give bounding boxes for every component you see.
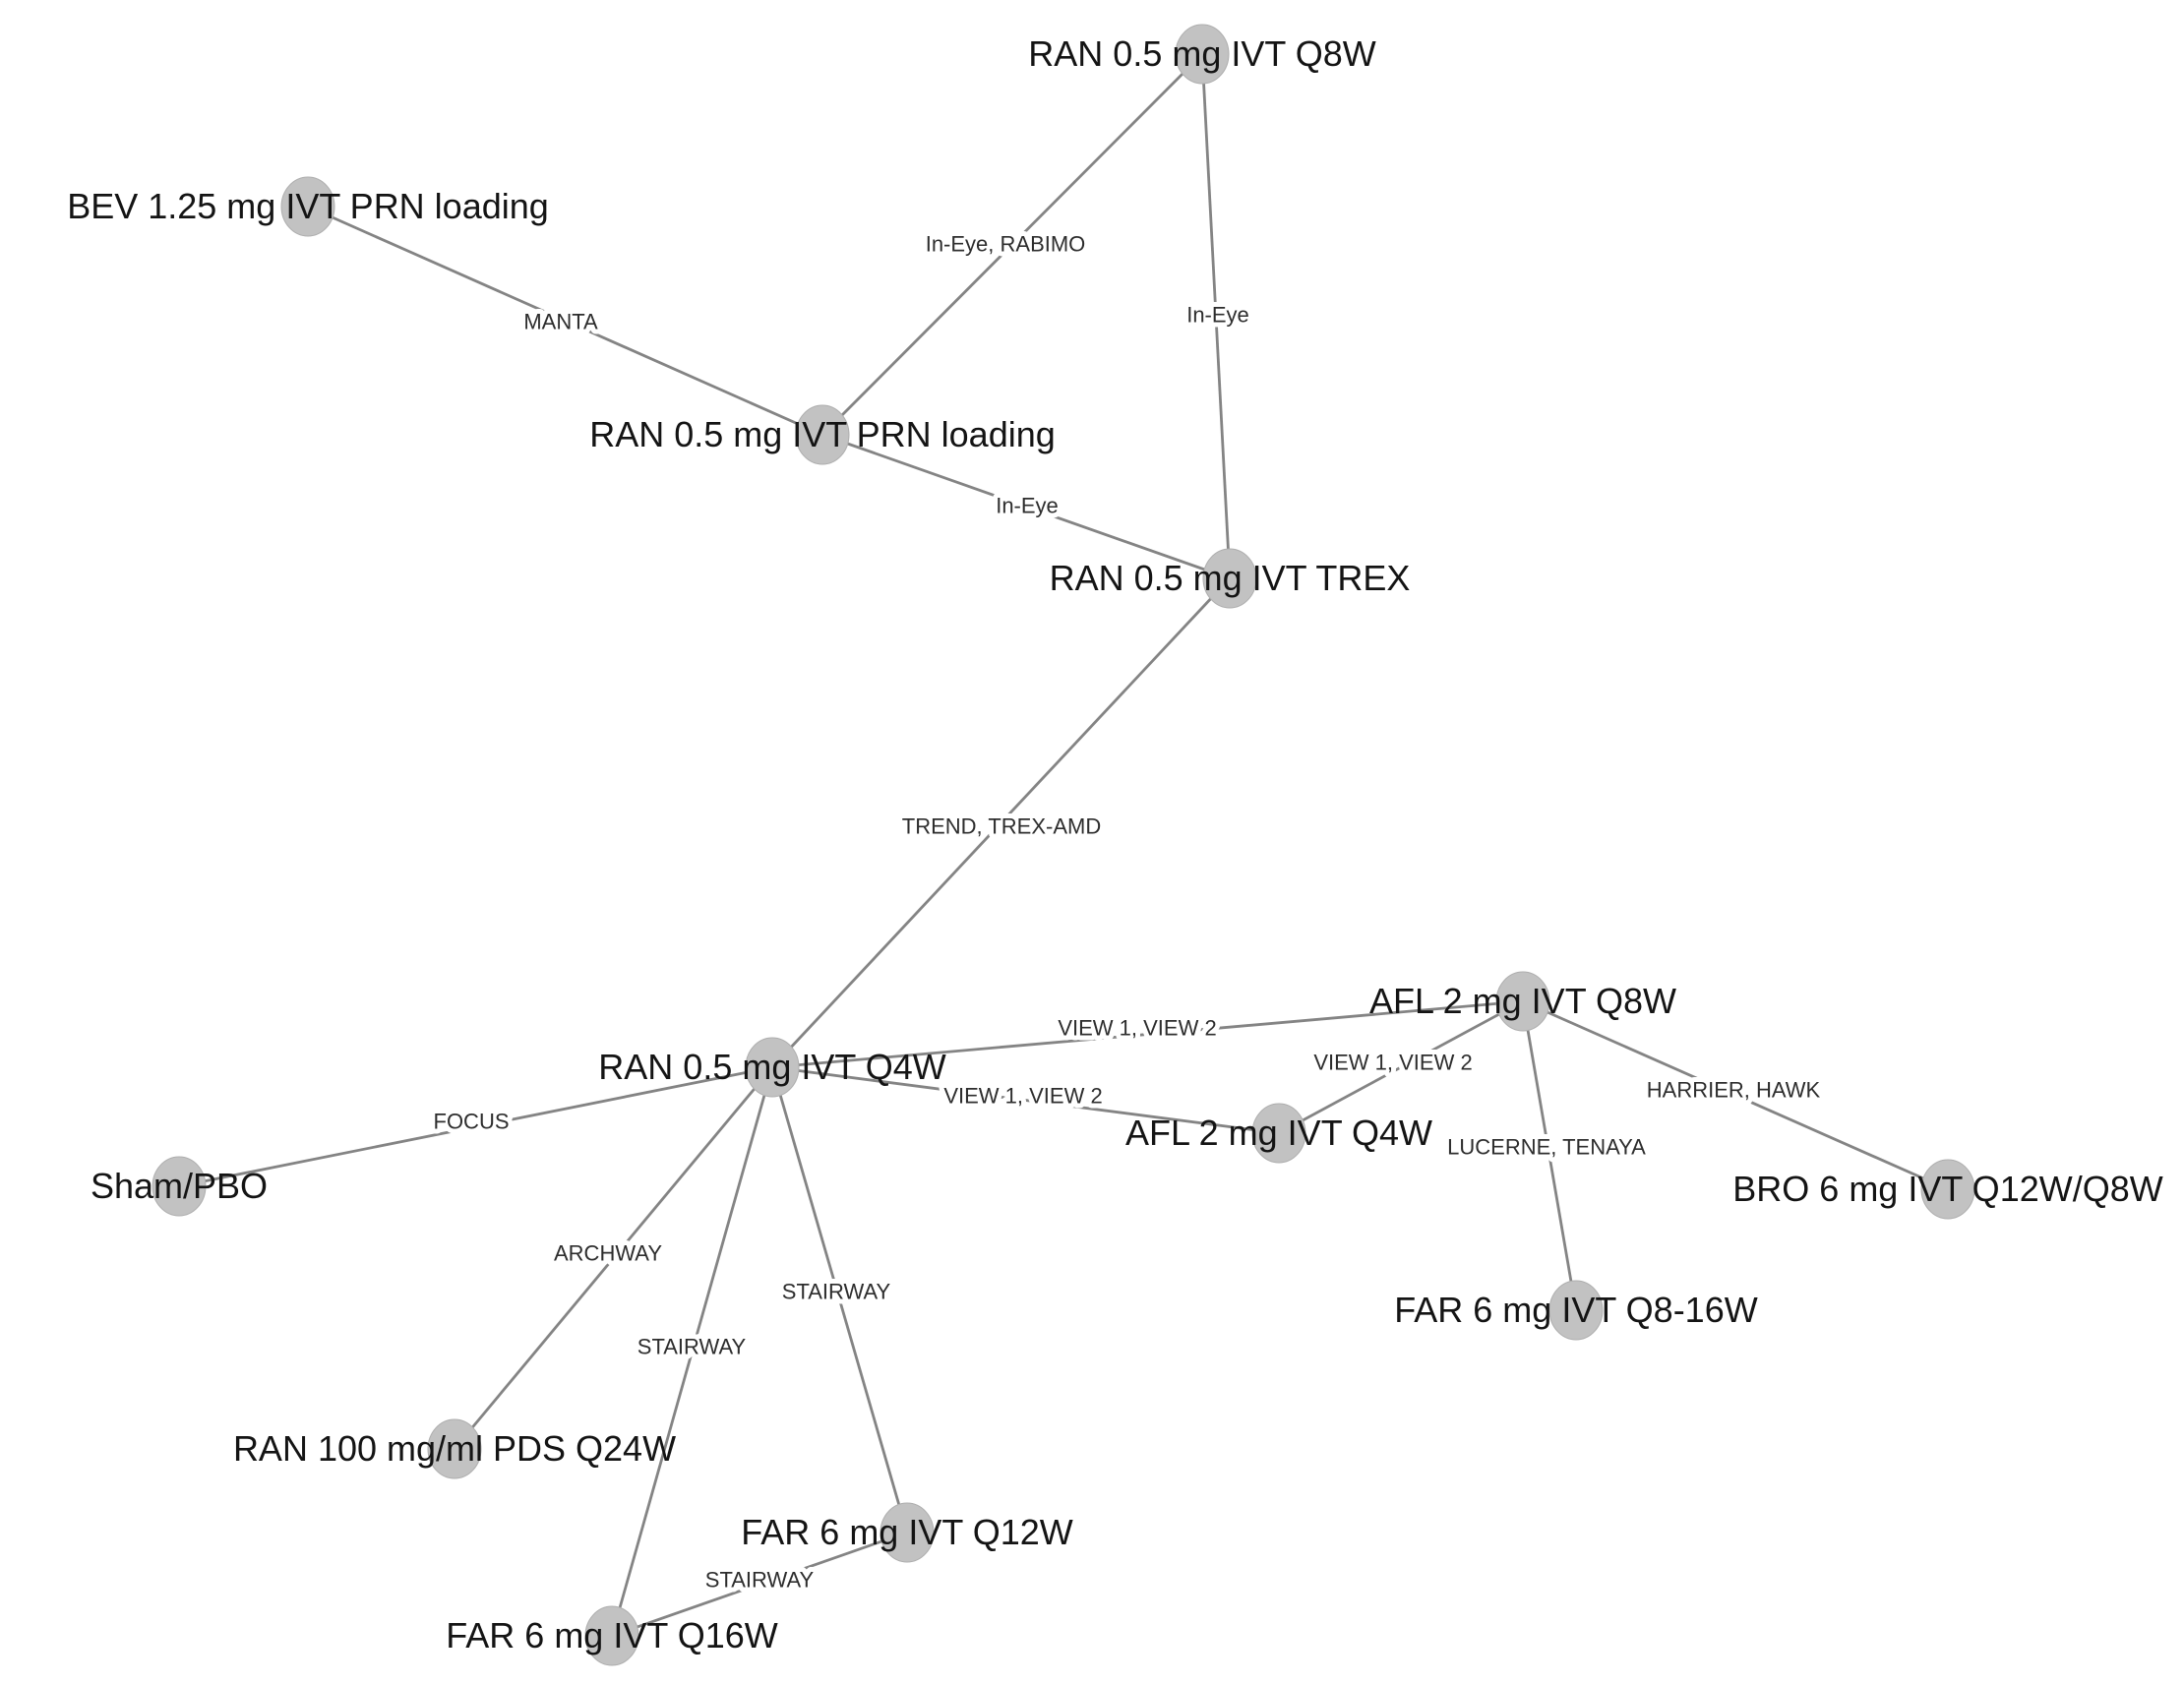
edge-ran-q4w--far-q12w [770,1066,909,1534]
edge-ran-prn--ran-q8w [821,53,1203,436]
node-afl-q4w [1251,1103,1306,1164]
node-ran-q8w [1175,24,1230,85]
node-ran-pds [427,1418,482,1479]
node-labels-layer: RAN 0.5 mg IVT Q8W BEV 1.25 mg IVT PRN lo… [67,33,2163,1655]
edge-ran-q8w--ran-trex [1200,53,1232,579]
node-ran-prn [795,404,850,465]
edge-label-far-q12w--far-q16w: STAIRWAY [705,1567,815,1592]
edge-afl-q8w--afl-q4w [1278,999,1524,1135]
edge-bev-prn--ran-prn [307,205,823,437]
edge-ran-trex--ran-q4w [770,577,1232,1068]
edges-layer [178,53,1949,1638]
node-label-afl-q8w: AFL 2 mg IVT Q8W [1369,981,1676,1021]
node-label-afl-q4w: AFL 2 mg IVT Q4W [1125,1113,1432,1153]
edge-ran-q4w--far-q16w [610,1066,774,1637]
node-label-bro-q12w8w: BRO 6 mg IVT Q12W/Q8W [1732,1169,2162,1209]
node-label-ran-trex: RAN 0.5 mg IVT TREX [1050,558,1411,598]
node-label-far-q12w: FAR 6 mg IVT Q12W [741,1512,1072,1552]
edge-label-ran-prn--ran-q8w: In-Eye, RABIMO [926,231,1086,256]
node-sham-pbo [152,1156,207,1217]
node-afl-q8w [1495,971,1550,1032]
nodes-layer [152,24,1975,1666]
node-bro-q12w8w [1920,1159,1975,1220]
edge-label-ran-q8w--ran-trex: In-Eye [1186,302,1249,327]
edge-label-bev-prn--ran-prn: MANTA [523,309,598,333]
node-far-q16w [584,1605,639,1666]
node-label-bev-prn: BEV 1.25 mg IVT PRN loading [67,186,549,226]
edge-label-ran-q4w--far-q12w: STAIRWAY [782,1279,891,1303]
node-far-q12w [880,1502,935,1563]
edge-far-q12w--far-q16w [611,1531,908,1638]
edge-ran-q4w--ran-pds [453,1066,774,1450]
edge-afl-q8w--far-q8-16w [1521,1000,1578,1311]
node-bev-prn [280,176,335,237]
edge-label-afl-q8w--far-q8-16w: LUCERNE, TENAYA [1447,1134,1646,1159]
node-label-ran-q8w: RAN 0.5 mg IVT Q8W [1028,33,1375,74]
node-ran-trex [1202,548,1257,609]
node-label-ran-pds: RAN 100 mg/ml PDS Q24W [233,1428,676,1469]
edge-ran-q4w--sham-pbo [178,1065,773,1188]
node-far-q8-16w [1548,1280,1604,1341]
edge-afl-q8w--bro-q12w8w [1522,999,1949,1191]
edge-label-afl-q8w--bro-q12w8w: HARRIER, HAWK [1647,1077,1821,1102]
edge-label-ran-q4w--afl-q8w: VIEW 1, VIEW 2 [1058,1015,1216,1040]
node-label-far-q16w: FAR 6 mg IVT Q16W [446,1615,777,1655]
node-label-far-q8-16w: FAR 6 mg IVT Q8-16W [1394,1290,1757,1330]
node-ran-q4w [745,1037,800,1098]
edge-label-ran-q4w--sham-pbo: FOCUS [434,1109,510,1133]
edge-label-ran-q4w--afl-q4w: VIEW 1, VIEW 2 [943,1083,1102,1108]
edge-ran-q4w--afl-q8w [771,999,1524,1069]
edge-label-afl-q8w--afl-q4w: VIEW 1, VIEW 2 [1313,1050,1472,1074]
node-label-ran-prn: RAN 0.5 mg IVT PRN loading [589,414,1056,454]
node-label-ran-q4w: RAN 0.5 mg IVT Q4W [598,1047,945,1087]
edge-label-ran-q4w--far-q16w: STAIRWAY [637,1334,747,1358]
edge-label-ran-prn--ran-trex: In-Eye [996,493,1059,517]
edge-label-ran-q4w--ran-pds: ARCHWAY [554,1240,662,1265]
edge-ran-q4w--afl-q4w [771,1065,1280,1135]
edge-ran-prn--ran-trex [821,433,1231,580]
node-label-sham-pbo: Sham/PBO [91,1166,268,1206]
edge-label-ran-trex--ran-q4w: TREND, TREX-AMD [902,813,1102,838]
